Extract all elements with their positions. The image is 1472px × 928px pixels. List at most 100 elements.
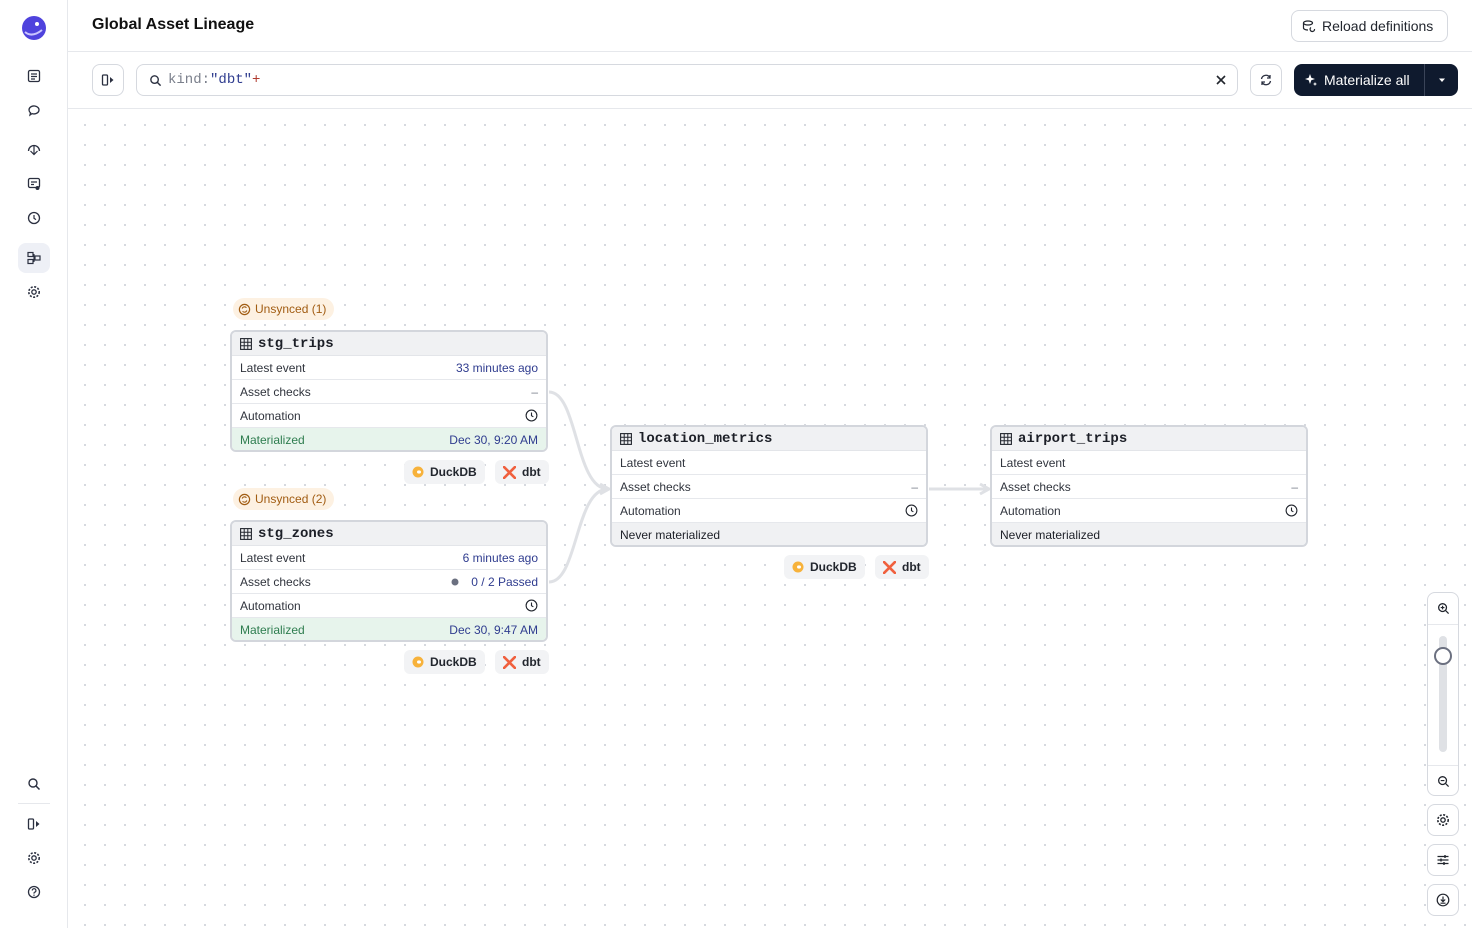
clock-icon[interactable] bbox=[525, 599, 538, 612]
latest-event-label: Latest event bbox=[1000, 455, 1066, 470]
materialize-all-main[interactable]: Materialize all bbox=[1294, 64, 1425, 96]
overview-nav-icon[interactable] bbox=[18, 61, 50, 91]
asset-checks-label: Asset checks bbox=[240, 574, 311, 589]
settings-icon[interactable] bbox=[18, 843, 50, 873]
duckdb-icon bbox=[412, 656, 424, 668]
collapse-sidebar-icon[interactable] bbox=[18, 809, 50, 839]
materialize-all-button[interactable]: Materialize all bbox=[1294, 64, 1458, 96]
status-label: Materialized bbox=[240, 433, 305, 447]
automation-label: Automation bbox=[240, 408, 301, 423]
jobs-nav-icon[interactable] bbox=[18, 169, 50, 199]
asset-node-location-metrics[interactable]: location_metrics Latest event Asset chec… bbox=[610, 425, 928, 547]
refresh-button[interactable] bbox=[1250, 64, 1282, 96]
query-value: "dbt" bbox=[210, 72, 253, 88]
kind-tag-duckdb[interactable]: DuckDB bbox=[784, 555, 865, 579]
latest-event-link[interactable]: 33 minutes ago bbox=[455, 360, 538, 375]
materialized-timestamp[interactable]: Dec 30, 9:47 AM bbox=[449, 623, 538, 637]
runs-nav-icon[interactable] bbox=[18, 95, 50, 125]
asset-checks-row: Asset checks 0 / 2 Passed bbox=[232, 570, 546, 594]
graph-toolbar: kind:"dbt"+ Materialize all bbox=[68, 52, 1472, 109]
unsynced-badge-label: Unsynced (2) bbox=[255, 492, 327, 506]
sidebar-divider bbox=[18, 803, 50, 804]
automation-row: Automation bbox=[232, 594, 546, 618]
graph-filters-button[interactable] bbox=[1427, 844, 1459, 876]
clock-icon[interactable] bbox=[525, 409, 538, 422]
kind-tag-label: DuckDB bbox=[810, 560, 857, 574]
panel-toggle-icon bbox=[101, 74, 114, 86]
graph-settings-button[interactable] bbox=[1427, 804, 1459, 836]
zoom-out-button[interactable] bbox=[1428, 766, 1458, 796]
clock-icon[interactable] bbox=[1285, 504, 1298, 517]
automation-label: Automation bbox=[620, 503, 681, 518]
asset-checks-value: – bbox=[911, 479, 918, 494]
sliders-icon bbox=[1437, 855, 1449, 865]
clock-icon[interactable] bbox=[905, 504, 918, 517]
sparkle-icon bbox=[1305, 74, 1317, 86]
unsynced-badge[interactable]: Unsynced (2) bbox=[233, 488, 335, 510]
asset-name: location_metrics bbox=[638, 430, 773, 447]
asset-checks-row: Asset checks– bbox=[992, 475, 1306, 499]
reload-definitions-button[interactable]: Reload definitions bbox=[1291, 10, 1448, 42]
materialize-all-label: Materialize all bbox=[1324, 72, 1410, 88]
asset-name: airport_trips bbox=[1018, 430, 1128, 447]
dbt-icon bbox=[503, 655, 516, 669]
materialize-options-dropdown[interactable] bbox=[1425, 64, 1458, 96]
kind-tag-dbt[interactable]: dbt bbox=[495, 460, 549, 484]
kind-tag-duckdb[interactable]: DuckDB bbox=[404, 460, 485, 484]
toggle-sidebar-button[interactable] bbox=[92, 64, 124, 96]
asset-checks-status[interactable]: 0 / 2 Passed bbox=[451, 575, 538, 589]
kind-tag-dbt[interactable]: dbt bbox=[875, 555, 929, 579]
materialization-status-row: Never materialized bbox=[612, 523, 926, 545]
asset-selection-input[interactable]: kind:"dbt"+ bbox=[136, 64, 1238, 96]
automation-row: Automation bbox=[992, 499, 1306, 523]
unsynced-icon bbox=[238, 493, 251, 505]
zoom-slider-handle[interactable] bbox=[1434, 647, 1452, 665]
kind-tag-dbt[interactable]: dbt bbox=[495, 650, 549, 674]
asset-checks-label: Asset checks bbox=[240, 384, 311, 399]
asset-checks-row: Asset checks– bbox=[612, 475, 926, 499]
search-nav-icon[interactable] bbox=[18, 769, 50, 799]
materialization-status-row: Materialized Dec 30, 9:20 AM bbox=[232, 428, 546, 450]
deployment-settings-icon[interactable] bbox=[18, 277, 50, 307]
asset-checks-value: – bbox=[531, 384, 538, 399]
table-icon bbox=[620, 432, 632, 445]
kind-tag-duckdb[interactable]: DuckDB bbox=[404, 650, 485, 674]
latest-event-link[interactable]: 6 minutes ago bbox=[462, 550, 538, 565]
download-graph-button[interactable] bbox=[1427, 884, 1459, 916]
asset-node-header: airport_trips bbox=[992, 427, 1306, 451]
clear-icon[interactable] bbox=[1213, 72, 1229, 88]
asset-node-header: stg_zones bbox=[232, 522, 546, 546]
dbt-icon bbox=[503, 465, 516, 479]
asset-node-airport-trips[interactable]: airport_trips Latest event Asset checks–… bbox=[990, 425, 1308, 547]
zoom-slider-track[interactable] bbox=[1439, 636, 1447, 752]
dagster-logo-icon[interactable] bbox=[20, 14, 48, 42]
automation-label: Automation bbox=[240, 598, 301, 613]
query-kind: kind: bbox=[168, 72, 211, 88]
asset-name: stg_trips bbox=[258, 335, 334, 352]
gear-icon bbox=[1437, 814, 1449, 826]
asset-node-header: location_metrics bbox=[612, 427, 926, 451]
kind-tag-label: dbt bbox=[522, 465, 541, 479]
materialized-timestamp[interactable]: Dec 30, 9:20 AM bbox=[449, 433, 538, 447]
table-icon bbox=[240, 527, 252, 540]
kind-tag-label: dbt bbox=[522, 655, 541, 669]
assets-nav-icon[interactable] bbox=[18, 135, 50, 165]
asset-checks-row: Asset checks – bbox=[232, 380, 546, 404]
table-icon bbox=[1000, 432, 1012, 445]
lineage-nav-icon[interactable] bbox=[18, 243, 50, 273]
duckdb-icon bbox=[792, 561, 804, 573]
duckdb-icon bbox=[412, 466, 424, 478]
help-icon[interactable] bbox=[18, 877, 50, 907]
materialization-status-row: Never materialized bbox=[992, 523, 1306, 545]
zoom-in-button[interactable] bbox=[1428, 593, 1458, 623]
asset-name: stg_zones bbox=[258, 525, 334, 542]
automation-row: Automation bbox=[612, 499, 926, 523]
schedules-nav-icon[interactable] bbox=[18, 203, 50, 233]
unsynced-badge[interactable]: Unsynced (1) bbox=[233, 298, 335, 320]
refresh-icon bbox=[1260, 74, 1272, 86]
